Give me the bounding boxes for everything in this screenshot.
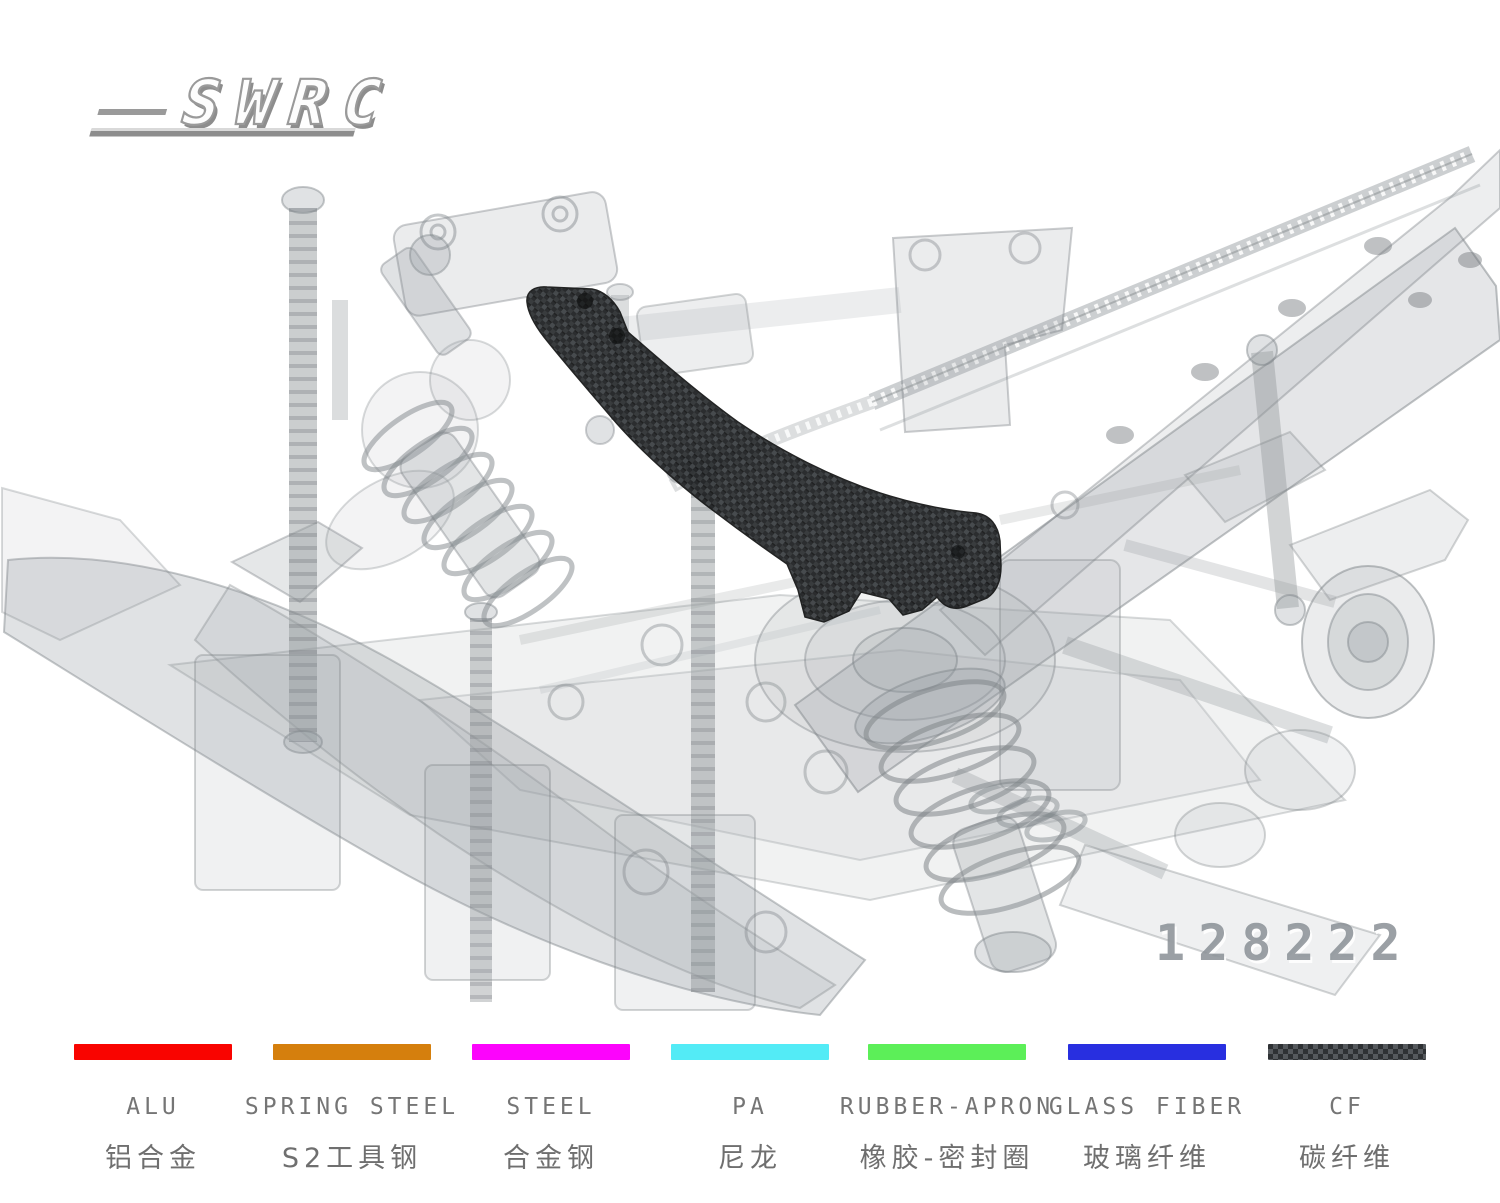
legend-item-steel: STEEL 合金钢 — [441, 1044, 661, 1175]
legend-swatch-pa — [671, 1044, 829, 1060]
legend-label-en-steel: STEEL — [506, 1094, 596, 1120]
legend-label-zh-pa: 尼龙 — [718, 1143, 782, 1174]
legend-label-zh-alu: 铝合金 — [105, 1143, 201, 1174]
legend-item-glass-fiber: GLASS FIBER 玻璃纤维 — [1037, 1044, 1257, 1175]
mount-blocks — [392, 191, 1470, 602]
rail-holes — [1106, 237, 1482, 444]
legend-swatch-glass-fiber — [1068, 1044, 1226, 1060]
center-shock — [754, 567, 1082, 973]
threaded-rods — [281, 186, 722, 1002]
legend-swatch-steel — [472, 1044, 630, 1060]
drive-shafts — [951, 539, 1382, 997]
legend-item-pa: PA 尼龙 — [640, 1044, 860, 1175]
watermark-text: 128222 — [1155, 914, 1414, 972]
legend-label-en-glass-fiber: GLASS FIBER — [1048, 1094, 1246, 1120]
carbon-brace-hole — [609, 328, 625, 344]
legend-label-zh-spring-steel: S2工具钢 — [281, 1143, 423, 1174]
legend-item-rubber-apron: RUBBER-APRON 橡胶-密封圈 — [837, 1044, 1057, 1175]
legend-label-en-rubber-apron: RUBBER-APRON — [839, 1094, 1055, 1120]
legend-swatch-spring-steel — [273, 1044, 431, 1060]
front-shock-left — [325, 234, 575, 629]
material-legend: ALU 铝合金 SPRING STEEL S2工具钢 STEEL 合金钢 PA … — [0, 1044, 1500, 1203]
legend-swatch-rubber-apron — [868, 1044, 1026, 1060]
legend-item-cf: CF 碳纤维 — [1237, 1044, 1457, 1175]
chassis-blocks — [194, 559, 1121, 1011]
chassis-plate — [167, 593, 1347, 902]
legend-swatch-alu — [74, 1044, 232, 1060]
legend-label-zh-glass-fiber: 玻璃纤维 — [1083, 1143, 1211, 1174]
legend-item-spring-steel: SPRING STEEL S2工具钢 — [242, 1044, 462, 1175]
watermark-highlight: 128222 — [1157, 917, 1416, 975]
part-number-watermark: 128222 128222 — [1155, 914, 1416, 975]
legend-label-en-cf: CF — [1329, 1094, 1365, 1120]
legend-item-alu: ALU 铝合金 — [43, 1044, 263, 1175]
steering-knuckle — [1174, 334, 1435, 868]
carbon-fiber-shock-tower — [526, 286, 1002, 623]
legend-label-zh-cf: 碳纤维 — [1299, 1143, 1395, 1174]
side-rail — [793, 148, 1500, 794]
legend-label-en-spring-steel: SPRING STEEL — [244, 1094, 460, 1120]
swrc-logo: SWRC SWRC — [89, 65, 410, 143]
legend-label-zh-rubber-apron: 橡胶-密封圈 — [859, 1143, 1035, 1174]
carbon-brace-hole — [951, 545, 965, 559]
legend-label-en-pa: PA — [732, 1094, 768, 1120]
swrc-logo-text: SWRC — [173, 66, 407, 139]
legend-swatch-cf — [1268, 1044, 1426, 1060]
carbon-brace-hole — [577, 293, 593, 309]
legend-label-zh-steel: 合金钢 — [503, 1143, 599, 1174]
legend-label-en-alu: ALU — [126, 1094, 180, 1120]
